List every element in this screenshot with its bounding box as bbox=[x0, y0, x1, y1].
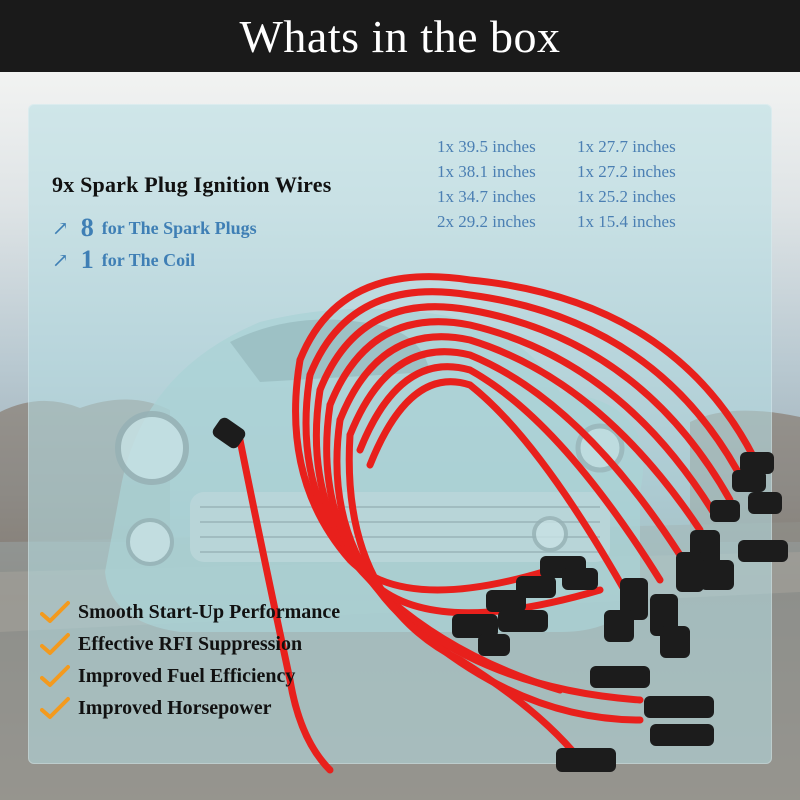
length-item: 1x 27.2 inches bbox=[577, 162, 676, 181]
boot bbox=[700, 560, 734, 590]
red-wires bbox=[236, 273, 764, 774]
length-item: 1x 39.5 inches bbox=[437, 137, 536, 156]
info-panel bbox=[28, 104, 772, 764]
feature-item: Smooth Start-Up Performance bbox=[40, 596, 340, 628]
wire-length-list: 1x 39.5 inches 1x 27.7 inches 1x 38.1 in… bbox=[437, 137, 717, 232]
count-coil: ↗ 1 for The Coil bbox=[52, 245, 195, 275]
boot bbox=[486, 590, 526, 612]
count-label: for The Coil bbox=[101, 249, 196, 270]
length-item: 1x 27.7 inches bbox=[577, 137, 676, 156]
feature-text: Improved Horsepower bbox=[78, 696, 272, 719]
diagonal-arrow-icon: ↗ bbox=[52, 249, 69, 272]
boot bbox=[452, 614, 498, 638]
count-number: 8 bbox=[80, 213, 94, 242]
boot bbox=[710, 500, 740, 522]
feature-text: Improved Fuel Efficiency bbox=[78, 664, 296, 687]
boot bbox=[498, 610, 548, 632]
diagonal-arrow-icon: ↗ bbox=[52, 217, 69, 240]
boot bbox=[676, 552, 704, 592]
boot bbox=[660, 626, 690, 658]
orange-check-icon bbox=[40, 633, 70, 655]
orange-check-icon bbox=[40, 665, 70, 687]
boot bbox=[650, 724, 714, 746]
boot bbox=[748, 492, 782, 514]
feature-text: Effective RFI Suppression bbox=[78, 632, 303, 655]
boot bbox=[650, 594, 678, 636]
feature-item: Effective RFI Suppression bbox=[40, 628, 340, 660]
boot bbox=[556, 748, 616, 772]
length-item: 1x 15.4 inches bbox=[577, 212, 676, 231]
boot bbox=[740, 452, 774, 474]
boot bbox=[644, 696, 714, 718]
boot bbox=[562, 568, 598, 590]
header-title: Whats in the box bbox=[239, 10, 561, 62]
length-item: 1x 34.7 inches bbox=[437, 187, 536, 206]
boot bbox=[620, 578, 648, 620]
orange-check-icon bbox=[40, 601, 70, 623]
boot bbox=[516, 576, 556, 598]
orange-check-icon bbox=[40, 697, 70, 719]
length-item: 2x 29.2 inches bbox=[437, 212, 536, 231]
boot bbox=[738, 540, 788, 562]
count-number: 1 bbox=[80, 245, 94, 274]
boot bbox=[604, 610, 634, 642]
boot bbox=[212, 417, 246, 449]
boot bbox=[590, 666, 650, 688]
black-boots bbox=[212, 417, 788, 772]
feature-text: Smooth Start-Up Performance bbox=[78, 600, 341, 623]
feature-item: Improved Horsepower bbox=[40, 692, 340, 724]
boot bbox=[732, 470, 766, 492]
length-item: 1x 38.1 inches bbox=[437, 162, 536, 181]
product-title: 9x Spark Plug Ignition Wires bbox=[52, 172, 332, 197]
count-spark-plugs: ↗ 8 for The Spark Plugs bbox=[52, 213, 257, 243]
length-item: 1x 25.2 inches bbox=[577, 187, 676, 206]
count-label: for The Spark Plugs bbox=[101, 217, 257, 238]
feature-list: Smooth Start-Up Performance Effective RF… bbox=[40, 596, 340, 724]
header-banner: Whats in the box bbox=[0, 0, 800, 72]
boot bbox=[478, 634, 510, 656]
feature-item: Improved Fuel Efficiency bbox=[40, 660, 340, 692]
